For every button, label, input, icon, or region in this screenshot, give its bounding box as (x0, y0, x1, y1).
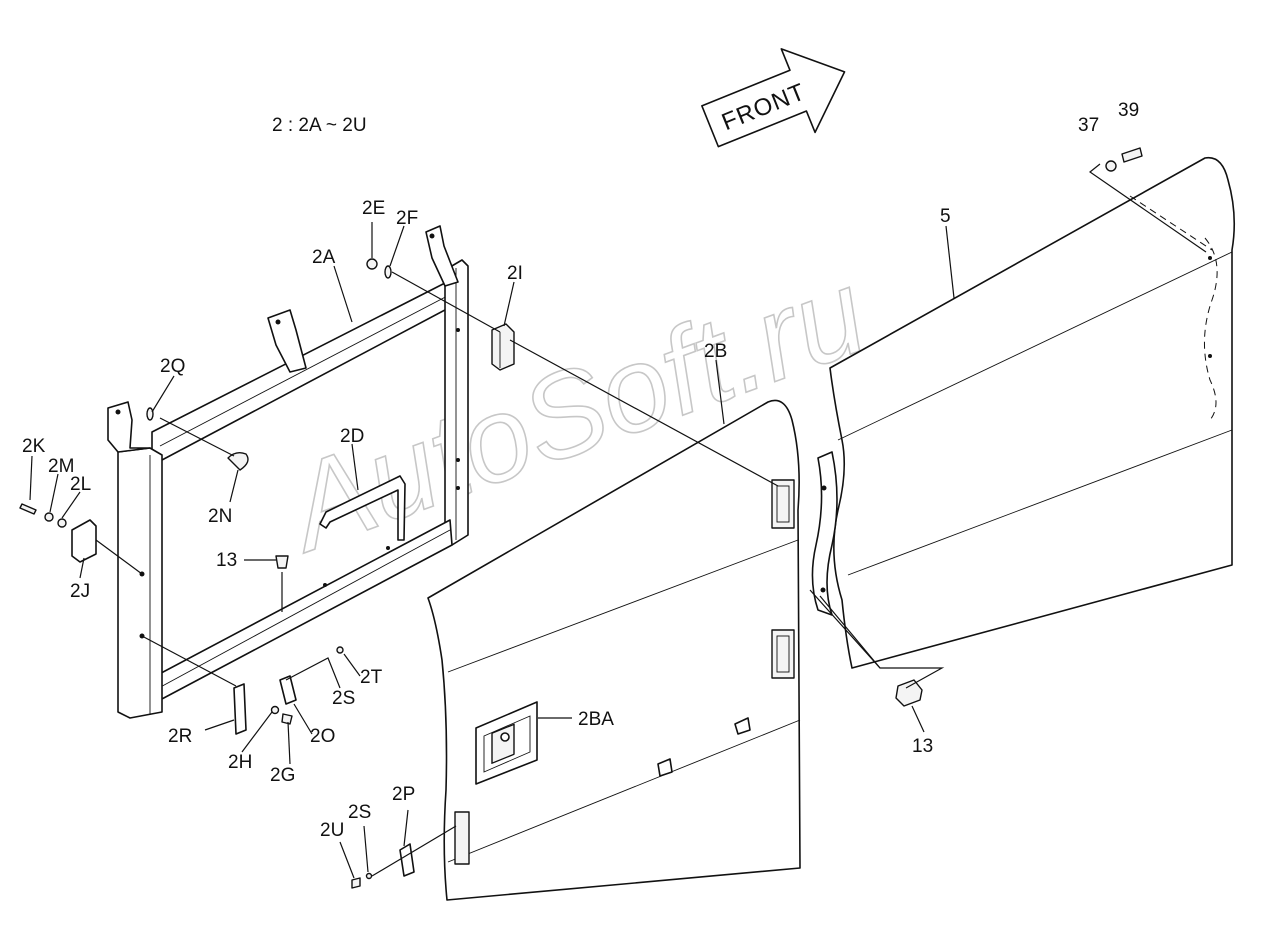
part-2L-washer (57, 518, 67, 528)
callout-2K: 2K (22, 436, 46, 457)
callout-37: 37 (1078, 115, 1099, 136)
callout-2G: 2G (270, 765, 295, 786)
part-2H-nut (270, 705, 280, 715)
callout-2D: 2D (340, 426, 364, 447)
callout-2L: 2L (70, 474, 91, 495)
callout-2Q: 2Q (160, 356, 185, 377)
callout-2H: 2H (228, 752, 252, 773)
part-2J-bracket (71, 519, 97, 563)
part-2A-frame (107, 225, 469, 719)
part-2S-washer (336, 646, 344, 654)
callout-2U: 2U (320, 820, 344, 841)
part-2I-block (491, 323, 515, 371)
part-13-plug-small (275, 555, 289, 569)
part-39-bolt (1121, 147, 1143, 163)
callout-39: 39 (1118, 100, 1139, 121)
part-2G-bolt (281, 713, 293, 725)
callout-2S-upper: 2S (332, 688, 355, 709)
callout-5: 5 (940, 206, 951, 227)
part-2K-bolt (19, 503, 37, 515)
callout-2J: 2J (70, 581, 90, 602)
part-2M-washer (44, 512, 54, 522)
part-2BA-handle (475, 701, 538, 785)
callout-2I: 2I (507, 263, 523, 284)
callout-13-small: 13 (216, 550, 237, 571)
part-37-washer (1105, 160, 1117, 172)
callout-2BA: 2BA (578, 709, 614, 730)
leader-lines (29, 163, 1213, 879)
part-2P-latch (399, 843, 415, 877)
part-2F-washer (384, 265, 392, 279)
part-2N-knob (227, 451, 249, 471)
callout-2T: 2T (360, 667, 383, 688)
callout-2S-lower: 2S (348, 802, 371, 823)
part-2R-plate (233, 683, 247, 735)
callout-2A: 2A (312, 247, 336, 268)
callout-2F: 2F (396, 208, 418, 229)
callout-2B: 2B (704, 341, 727, 362)
part-2O-clip (279, 675, 297, 705)
range-note: 2 : 2A ~ 2U (272, 115, 367, 136)
callout-labels: 37 39 5 2E 2F 2A 2I 2B 2Q 2D 2K 2M 2L 2N… (22, 100, 1139, 841)
part-13-plug-large (895, 679, 923, 707)
part-2Q-washer (146, 407, 154, 421)
front-direction-arrow: FRONT (701, 48, 846, 148)
part-2B-door-panel (427, 399, 801, 901)
part-5-side-panel (811, 156, 1236, 669)
part-2E-nut (366, 258, 378, 270)
callout-13-large: 13 (912, 736, 933, 757)
callout-2O: 2O (310, 726, 335, 747)
callout-2P: 2P (392, 784, 415, 805)
callout-2R: 2R (168, 726, 192, 747)
part-2D-rod (319, 475, 406, 541)
callout-2E: 2E (362, 198, 385, 219)
callout-2N: 2N (208, 506, 232, 527)
callout-2M: 2M (48, 456, 74, 477)
part-2U-screw (351, 877, 361, 889)
part-2S-washer-lower (365, 872, 373, 880)
